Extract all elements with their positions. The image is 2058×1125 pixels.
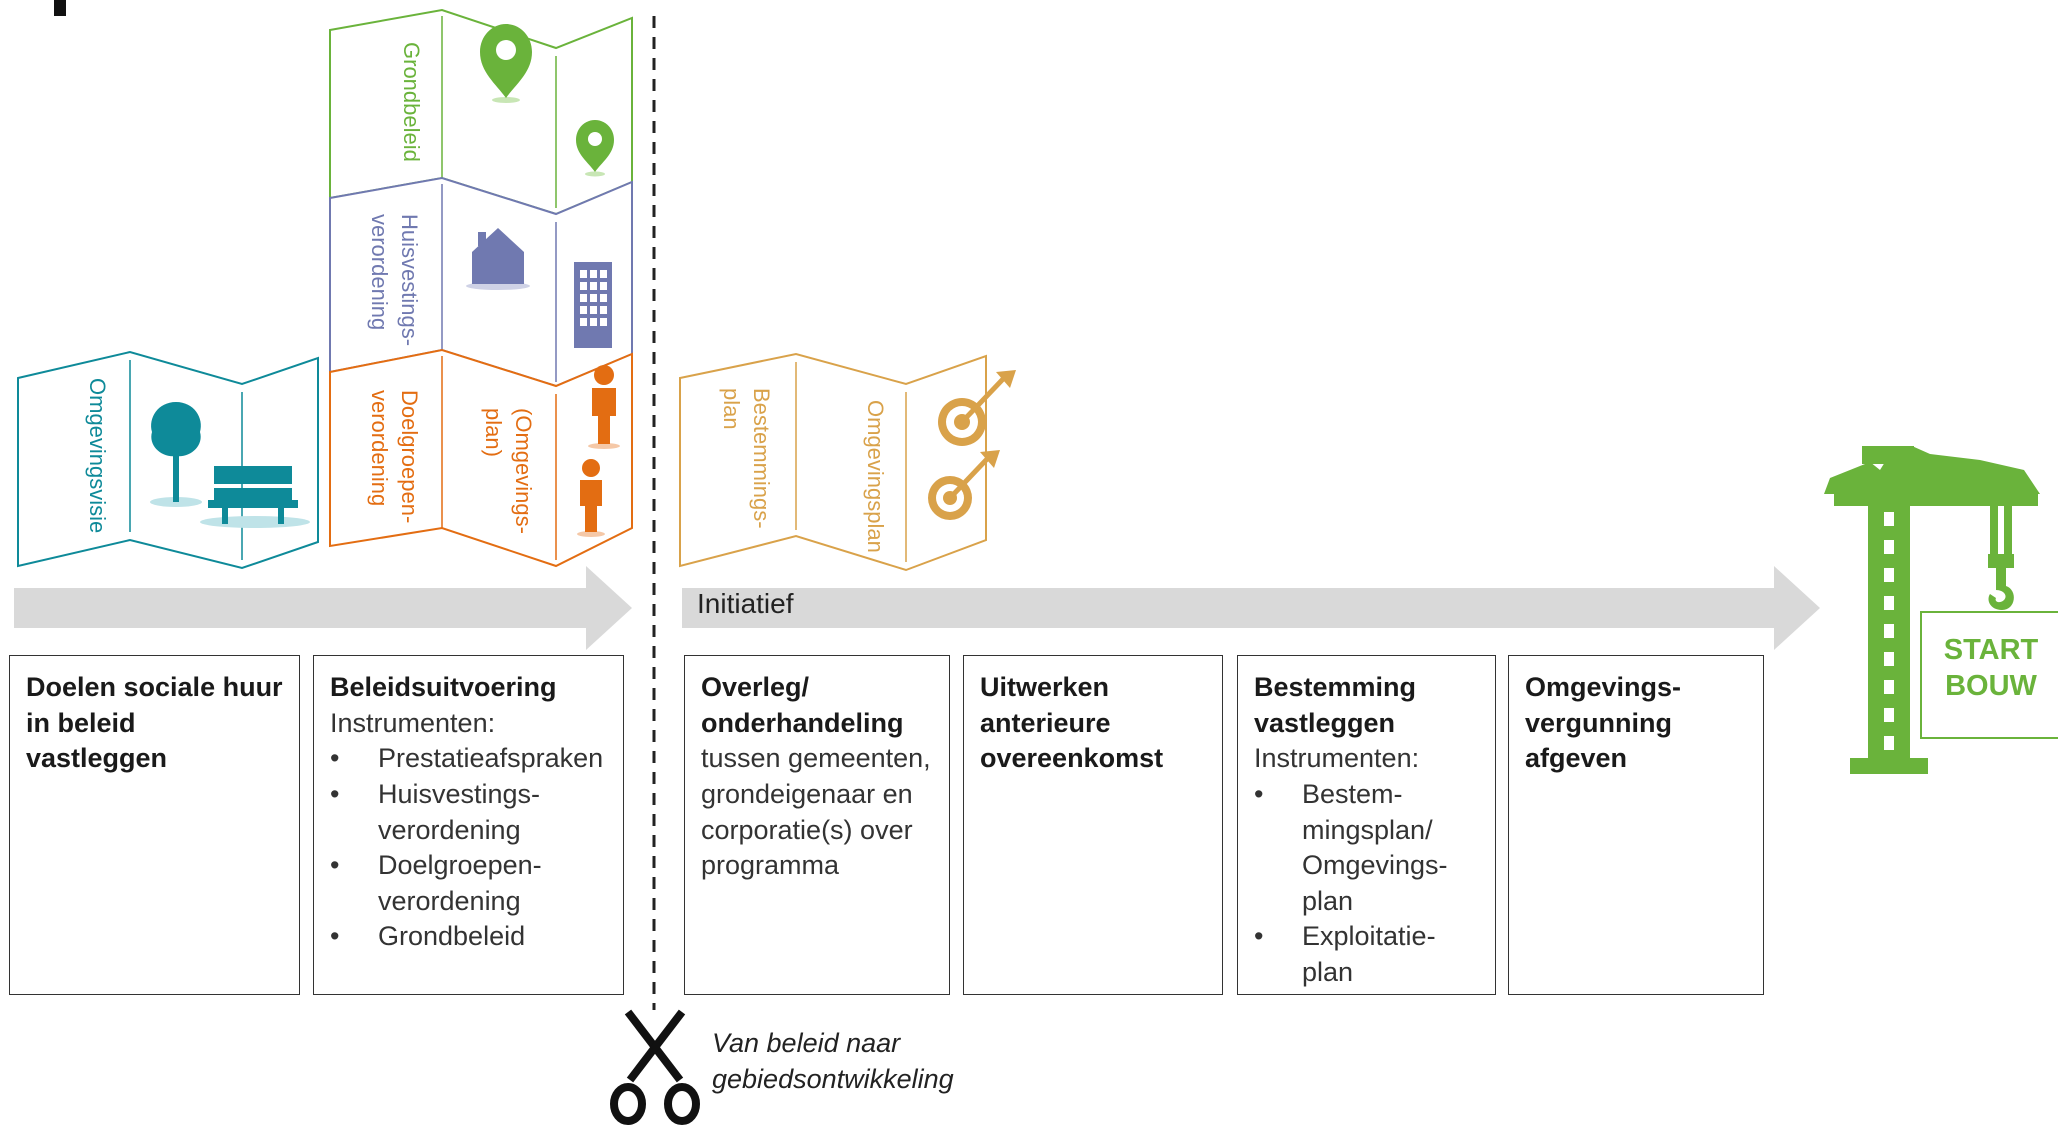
list-item: Exploitatie-plan [1254,919,1479,990]
tree-icon [150,402,202,507]
apartment-building-icon [574,262,612,348]
list-item: Bestem-mingsplan/ Omgevings-plan [1254,777,1479,920]
start-sign [1920,611,2058,739]
target-icon [928,450,1000,520]
bench-icon [200,466,310,528]
map-label-omgevingsplan: Omgevingsplan [863,400,888,553]
map-label-huisvestings-1: Huisvestings- [397,214,422,346]
map-label-doelgroepen-2: verordening [367,390,392,506]
step-subtitle: Instrumenten: [1254,743,1420,774]
person-icon [588,365,620,449]
map-label-omgevingsvisie: Omgevingsvisie [85,378,110,533]
map-pin-icon [480,24,532,103]
house-icon [466,228,530,290]
caption-line1: Van beleid naar [712,1028,901,1058]
map-label-huisvestings-2: verordening [367,214,392,330]
step-box-beleidsuitvoering: Beleidsuitvoering Instrumenten: Prestati… [313,655,624,995]
corner-mark [54,0,66,16]
map-label-bestemmings-1: Bestemmings- [749,388,774,529]
start-label-line1: START [1943,634,2039,666]
list-item: Prestatieafspraken [330,741,607,777]
map-grondbeleid: Grondbeleid [329,8,633,216]
step-title: Overleg/ onderhandeling [701,672,904,738]
divider-caption: Van beleid naar gebiedsontwikkeling [712,1025,954,1098]
initiative-arrow [682,566,1820,650]
start-bouw-label: START BOUW [1921,632,2058,705]
step-title: Beleidsuitvoering [330,672,557,702]
instrument-list: Bestem-mingsplan/ Omgevings-plan Exploit… [1254,777,1479,991]
map-label-grondbeleid: Grondbeleid [399,42,424,162]
phase-label-initiatief: Initiatief [697,588,794,619]
map-label-omgevingsplan-1: (Omgevings- [511,408,536,534]
map-huisvestings: Huisvestings- verordening [329,176,633,388]
map-label-doelgroepen-1: Doelgroepen- [397,390,422,523]
step-box-bestemming: Bestemming vastleggen Instrumenten: Best… [1237,655,1496,995]
scissors-icon [610,1009,700,1125]
map-bestemmingsplan: Bestemmings- plan Omgevingsplan [679,352,1016,572]
step-title: Doelen sociale huur in beleid vastleggen [26,672,283,774]
step-body: tussen gemeenten, grondeigenaar en corpo… [701,743,931,881]
map-doelgroepen: Doelgroepen- verordening (Omgevings- pla… [329,348,633,568]
map-label-bestemmings-2: plan [719,388,744,430]
crane-icon [1824,446,2040,774]
list-item: Grondbeleid [330,919,607,955]
step-subtitle: Instrumenten: [330,707,496,738]
list-item: Doelgroepen-verordening [330,848,607,919]
policy-arrow [14,566,632,650]
instrument-list: Prestatieafspraken Huisvestings-verorden… [330,741,607,955]
caption-line2: gebiedsontwikkeling [712,1064,954,1095]
map-pin-icon [576,120,614,177]
step-title: Bestemming vastleggen [1254,672,1417,738]
step-box-doelen: Doelen sociale huur in beleid vastleggen [9,655,300,995]
step-box-omgevingsvergunning: Omgevings-vergunning afgeven [1508,655,1764,995]
step-title: Uitwerken anterieure overeenkomst [980,672,1164,774]
list-item: Huisvestings-verordening [330,777,607,848]
step-box-anterieure: Uitwerken anterieure overeenkomst [963,655,1223,995]
start-label-line2: BOUW [1945,670,2037,703]
map-label-omgevingsplan-2: plan) [481,408,506,457]
target-icon [938,370,1016,446]
person-icon [577,459,605,537]
step-title: Omgevings-vergunning afgeven [1525,672,1682,774]
map-omgevingsvisie: Omgevingsvisie [17,350,319,570]
step-box-overleg: Overleg/ onderhandeling tussen gemeenten… [684,655,950,995]
